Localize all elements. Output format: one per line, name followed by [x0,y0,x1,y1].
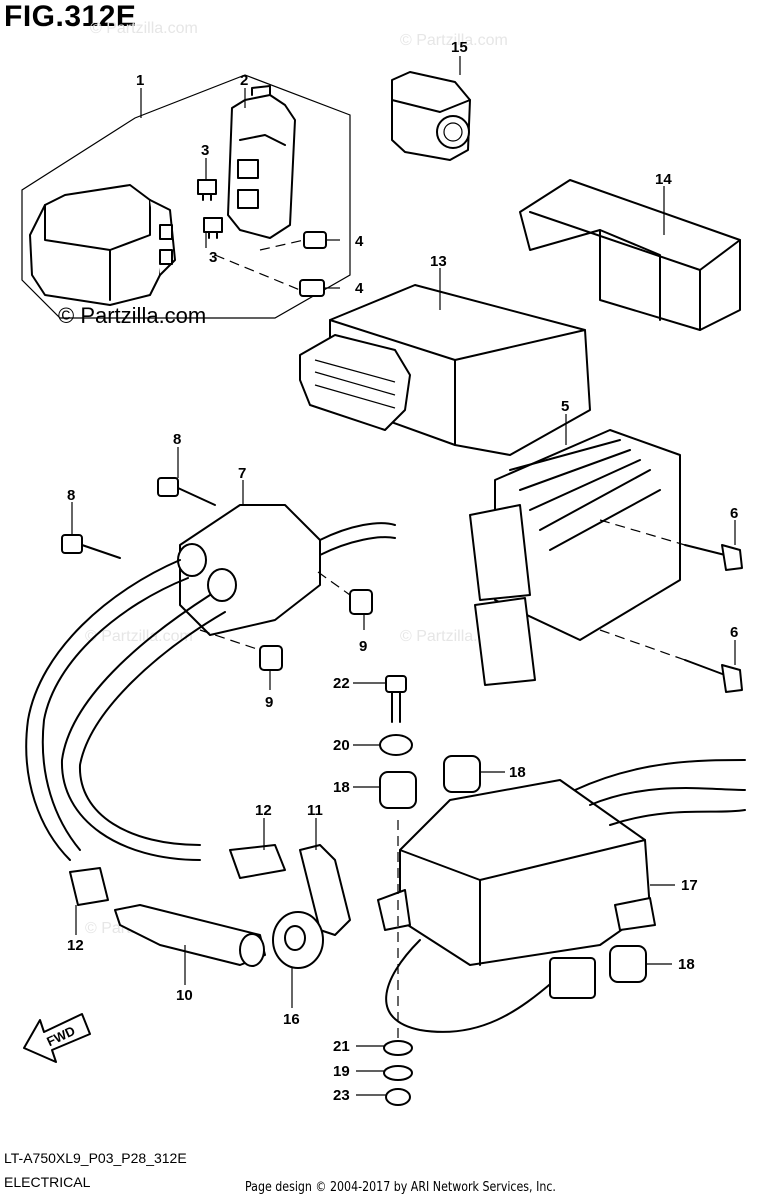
ignition-coil-7 [177,504,321,636]
collar-9a [317,571,373,615]
callout-1: 1 [136,72,144,89]
collar-9b [199,629,283,671]
callout-12: 12 [255,802,272,819]
fuse-b [203,217,223,239]
bolt-6a [599,519,743,571]
page-credit: Page design © 2004-2017 by ARI Network S… [245,1180,556,1195]
boot-12b [69,867,109,906]
leader-lines [71,56,736,1096]
relay-housing [29,184,176,306]
callout-3: 3 [201,142,209,159]
grommet-16 [272,911,324,969]
bolt-22 [385,675,407,723]
callout-labels: 1 2 3 3 4 4 5 6 6 7 8 8 9 9 10 11 12 12 … [67,39,738,1104]
watermark-primary: © Partzilla.com [58,303,207,328]
callout-14: 14 [655,171,672,188]
category-label: ELECTRICAL [4,1174,91,1190]
plug-cap-11 [299,844,351,936]
callout-2: 2 [240,72,248,89]
callout-10: 10 [176,987,193,1004]
boot-12a [229,844,286,879]
bolt-4b [214,254,325,297]
callout-23: 23 [333,1087,350,1104]
bolt-6b [599,629,743,693]
bolt-4a [259,231,327,251]
figure-title: FIG.312E [4,0,137,33]
bolt-8a [157,477,216,506]
grommet-18a [379,771,417,809]
callout-3: 3 [209,249,217,266]
callout-7: 7 [238,465,246,482]
watermark: © Partzilla.com [400,32,508,49]
callout-16: 16 [283,1011,300,1028]
callout-19: 19 [333,1063,350,1080]
callout-17: 17 [681,877,698,894]
bracket-14 [519,179,741,331]
callout-8: 8 [67,487,75,504]
callout-21: 21 [333,1038,350,1055]
grommet-18c [609,945,647,983]
callout-6: 6 [730,505,738,522]
washer-21 [383,1040,413,1056]
callout-4: 4 [355,280,364,297]
relay-cover [227,85,296,239]
grommet-18b [443,755,481,793]
callout-18: 18 [678,956,695,973]
nut-23 [385,1088,411,1106]
callout-18: 18 [509,764,526,781]
callout-12: 12 [67,937,84,954]
regulator-5 [469,429,681,686]
ecu-17 [377,759,746,1033]
callout-20: 20 [333,737,350,754]
washer-19 [383,1065,413,1081]
bolt-8b [61,534,121,559]
callout-9: 9 [359,638,367,655]
callout-9: 9 [265,694,273,711]
watermark: © Partzilla.com [90,20,198,37]
callout-8: 8 [173,431,181,448]
callout-4: 4 [355,233,364,250]
connector-15 [391,71,471,161]
ignition-leads [25,522,396,861]
callout-13: 13 [430,253,447,270]
watermark: © Partzilla.com [85,628,193,645]
plug-cap-10 [114,904,266,967]
callout-5: 5 [561,398,569,415]
ecm-13 [299,284,591,456]
relay-group-frame [21,74,351,319]
washer-20 [379,734,413,756]
callout-11: 11 [307,802,323,819]
fuse-a [197,179,217,201]
callout-15: 15 [451,39,468,56]
forward-arrow-icon: FWD [23,1013,91,1063]
callout-6: 6 [730,624,738,641]
callout-22: 22 [333,675,350,692]
model-code: LT-A750XL9_P03_P28_312E [4,1150,187,1166]
callout-18: 18 [333,779,350,796]
